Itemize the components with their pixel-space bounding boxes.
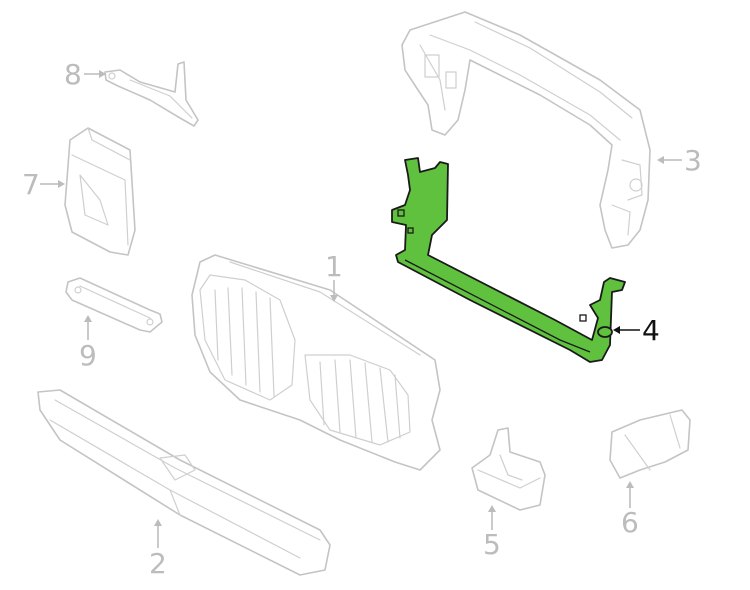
part-bumper-reinforcement bbox=[37, 389, 331, 576]
callouts: 8 7 9 1 3 4 2 5 6 bbox=[22, 58, 702, 580]
part-holder-bracket bbox=[65, 277, 163, 333]
part-front-end-carrier bbox=[401, 11, 651, 249]
callout-8: 8 bbox=[64, 58, 82, 91]
part-lower-support-bracket bbox=[391, 157, 626, 363]
callout-5: 5 bbox=[483, 528, 501, 561]
part-air-duct bbox=[609, 409, 691, 479]
callout-6: 6 bbox=[621, 506, 639, 539]
part-kidney-grille bbox=[191, 254, 441, 471]
leaders bbox=[40, 70, 682, 548]
callout-4: 4 bbox=[642, 314, 660, 347]
callout-9: 9 bbox=[79, 339, 97, 372]
part-control-module bbox=[64, 127, 136, 256]
callout-3: 3 bbox=[684, 144, 702, 177]
part-mounting-bracket bbox=[471, 427, 546, 511]
callout-1: 1 bbox=[325, 250, 343, 283]
callout-7: 7 bbox=[22, 168, 40, 201]
part-wire-bracket bbox=[104, 61, 199, 127]
callout-2: 2 bbox=[149, 547, 167, 580]
